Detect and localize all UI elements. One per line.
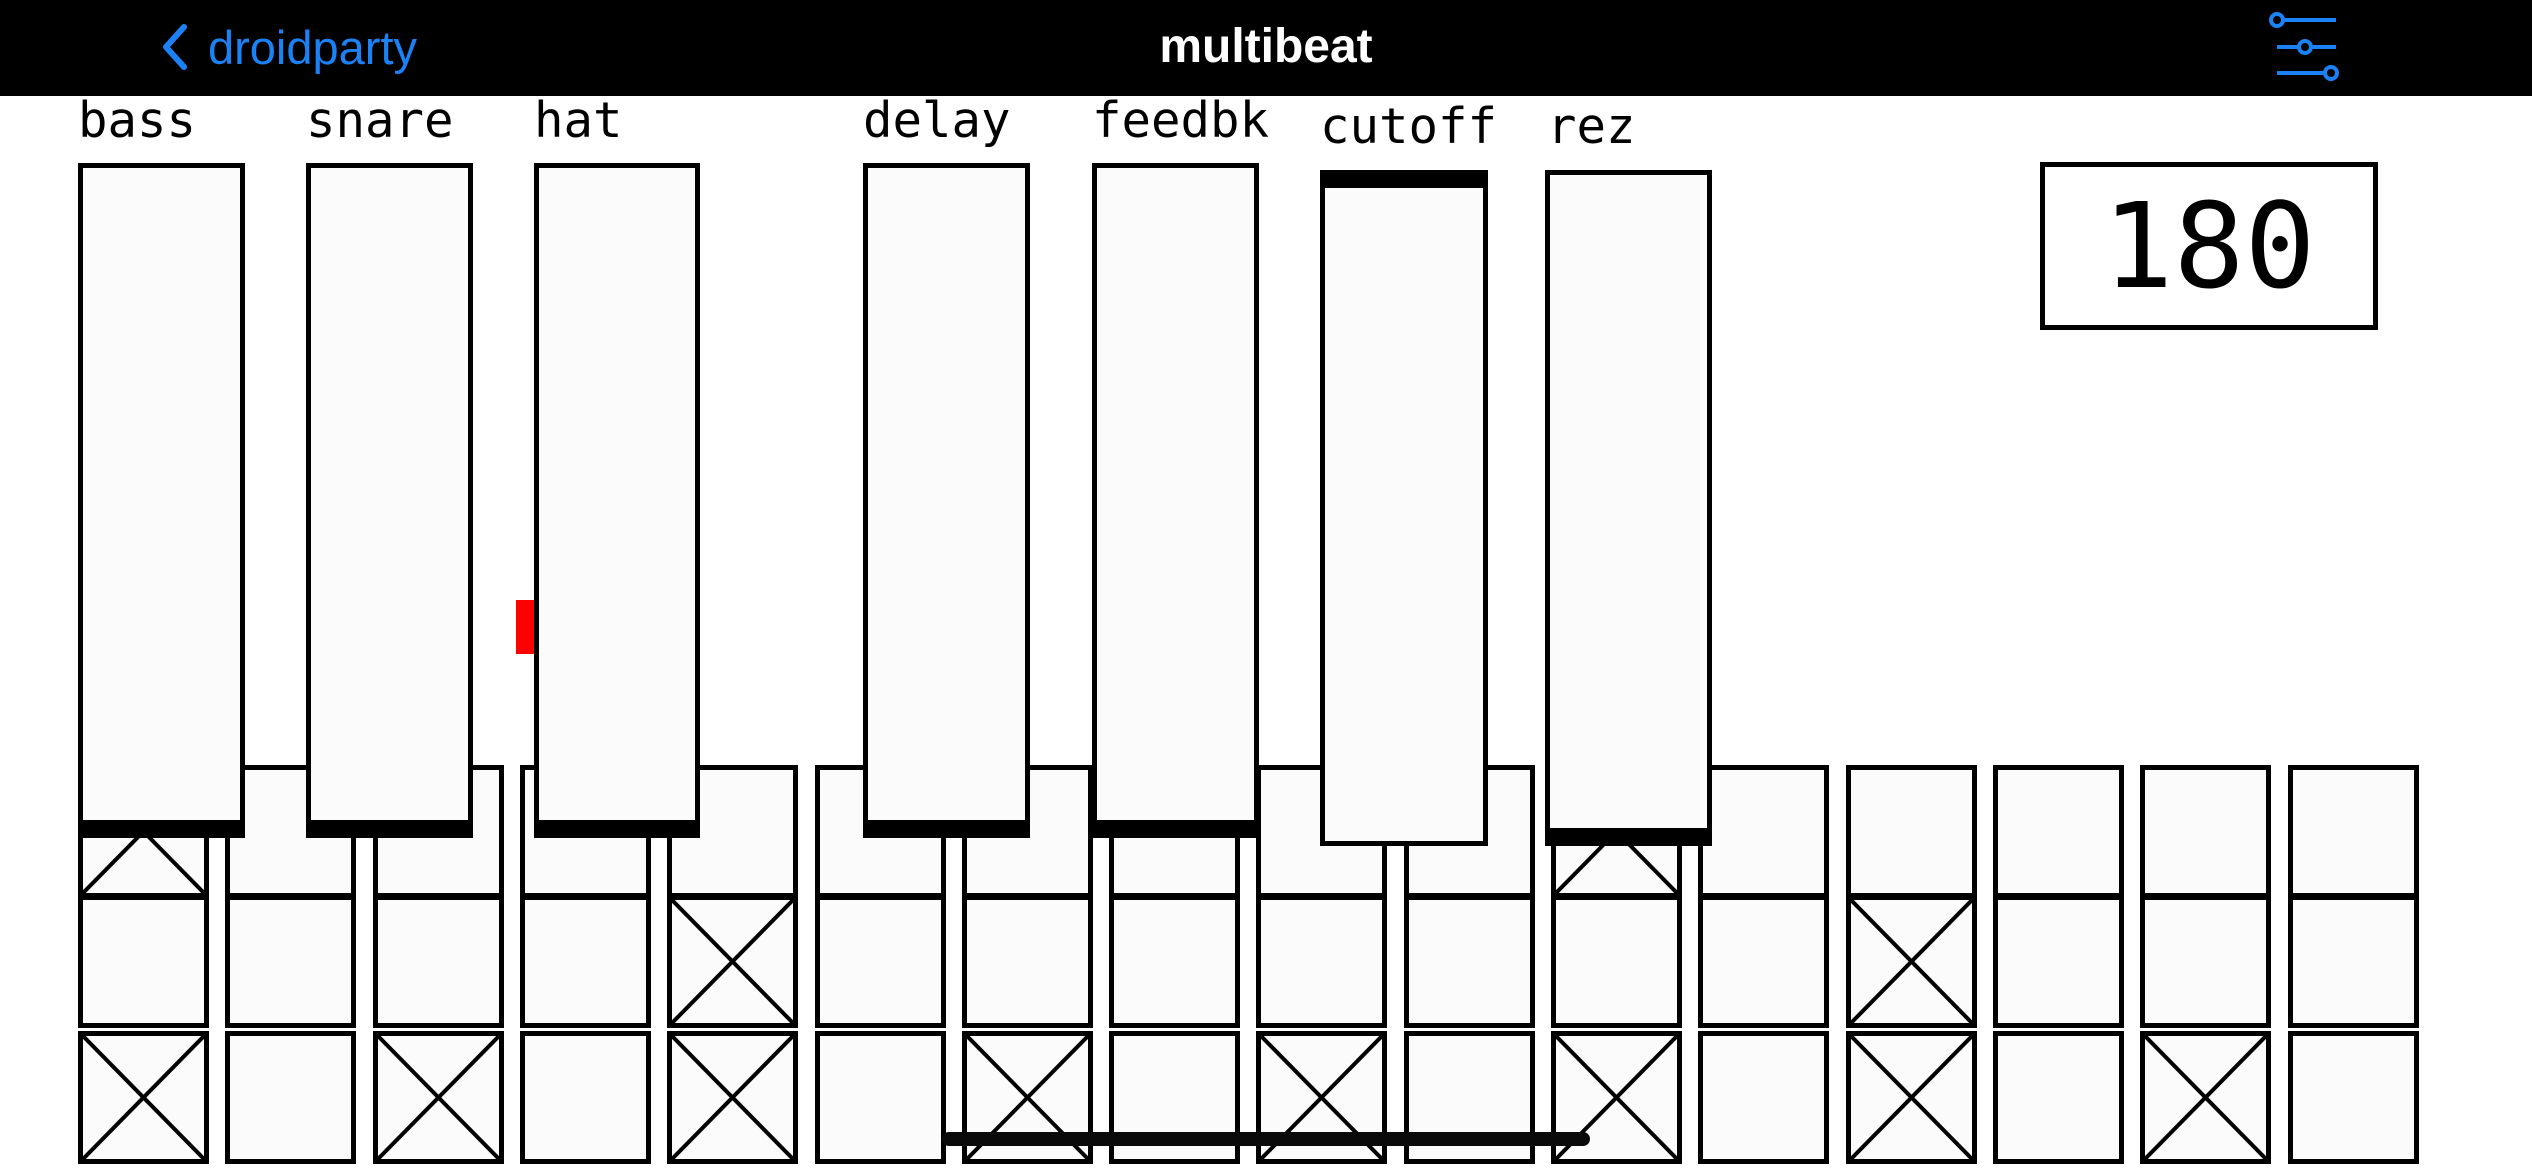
- step-toggle-r1-c9[interactable]: [1404, 895, 1535, 1028]
- tempo-value: 180: [2102, 177, 2316, 315]
- x-mark-icon: [2145, 1036, 2266, 1159]
- x-mark-icon: [378, 1036, 499, 1159]
- x-mark-icon: [672, 900, 793, 1023]
- step-toggle-r1-c13[interactable]: [1993, 895, 2124, 1028]
- tempo-number-box[interactable]: 180: [2040, 162, 2378, 330]
- slider-label-hat: hat: [534, 92, 623, 149]
- slider-knob[interactable]: [306, 820, 473, 838]
- slider-knob[interactable]: [1320, 170, 1488, 188]
- slider-label-rez: rez: [1547, 98, 1636, 155]
- step-toggle-r2-c5[interactable]: [815, 1031, 946, 1164]
- step-toggle-r2-c3[interactable]: [520, 1031, 651, 1164]
- step-toggle-r1-c12[interactable]: [1846, 895, 1977, 1028]
- slider-cutoff[interactable]: [1320, 170, 1488, 846]
- step-toggle-r2-c4[interactable]: [667, 1031, 798, 1164]
- navigation-bar: droidparty multibeat: [0, 0, 2532, 96]
- x-mark-icon: [83, 1036, 204, 1159]
- step-toggle-r2-c14[interactable]: [2140, 1031, 2271, 1164]
- back-label: droidparty: [208, 20, 417, 74]
- chevron-left-icon: [163, 24, 187, 70]
- step-toggle-r1-c10[interactable]: [1551, 895, 1682, 1028]
- slider-hat[interactable]: [534, 163, 700, 838]
- step-toggle-r1-c8[interactable]: [1256, 895, 1387, 1028]
- step-toggle-r1-c11[interactable]: [1698, 895, 1829, 1028]
- step-toggle-r2-c12[interactable]: [1846, 1031, 1977, 1164]
- slider-knob[interactable]: [78, 820, 245, 838]
- slider-label-cutoff: cutoff: [1320, 98, 1498, 155]
- step-toggle-r1-c0[interactable]: [78, 895, 209, 1028]
- step-toggle-r0-c11[interactable]: [1698, 765, 1829, 898]
- playhead-marker: [516, 600, 534, 654]
- slider-delay[interactable]: [863, 163, 1030, 838]
- home-indicator[interactable]: [942, 1132, 1590, 1146]
- step-toggle-r2-c0[interactable]: [78, 1031, 209, 1164]
- step-toggle-r2-c15[interactable]: [2288, 1031, 2419, 1164]
- x-mark-icon: [1851, 900, 1972, 1023]
- x-mark-icon: [672, 1036, 793, 1159]
- slider-label-snare: snare: [306, 92, 454, 149]
- step-toggle-r0-c14[interactable]: [2140, 765, 2271, 898]
- step-toggle-r1-c2[interactable]: [373, 895, 504, 1028]
- step-toggle-r2-c2[interactable]: [373, 1031, 504, 1164]
- step-toggle-r1-c5[interactable]: [815, 895, 946, 1028]
- x-mark-icon: [1851, 1036, 1972, 1159]
- step-toggle-r0-c15[interactable]: [2288, 765, 2419, 898]
- step-toggle-r2-c11[interactable]: [1698, 1031, 1829, 1164]
- slider-knob[interactable]: [863, 820, 1030, 838]
- step-toggle-r1-c7[interactable]: [1109, 895, 1240, 1028]
- slider-feedbk[interactable]: [1092, 163, 1259, 838]
- slider-knob[interactable]: [534, 820, 700, 838]
- slider-bass[interactable]: [78, 163, 245, 838]
- step-toggle-r2-c13[interactable]: [1993, 1031, 2124, 1164]
- step-toggle-r0-c13[interactable]: [1993, 765, 2124, 898]
- settings-button[interactable]: [2265, 8, 2345, 88]
- step-toggle-r1-c14[interactable]: [2140, 895, 2271, 1028]
- step-toggle-r1-c3[interactable]: [520, 895, 651, 1028]
- slider-rez[interactable]: [1545, 170, 1712, 846]
- step-toggle-r1-c1[interactable]: [225, 895, 356, 1028]
- slider-label-delay: delay: [863, 92, 1011, 149]
- slider-label-bass: bass: [78, 92, 197, 149]
- back-button[interactable]: droidparty: [160, 14, 417, 80]
- step-toggle-r1-c4[interactable]: [667, 895, 798, 1028]
- step-toggle-r0-c12[interactable]: [1846, 765, 1977, 898]
- slider-snare[interactable]: [306, 163, 473, 838]
- sliders-icon: [2269, 12, 2339, 81]
- step-toggle-r1-c15[interactable]: [2288, 895, 2419, 1028]
- slider-knob[interactable]: [1092, 820, 1259, 838]
- step-toggle-r1-c6[interactable]: [962, 895, 1093, 1028]
- step-toggle-r2-c1[interactable]: [225, 1031, 356, 1164]
- slider-knob[interactable]: [1545, 828, 1712, 846]
- slider-label-feedbk: feedbk: [1092, 92, 1270, 149]
